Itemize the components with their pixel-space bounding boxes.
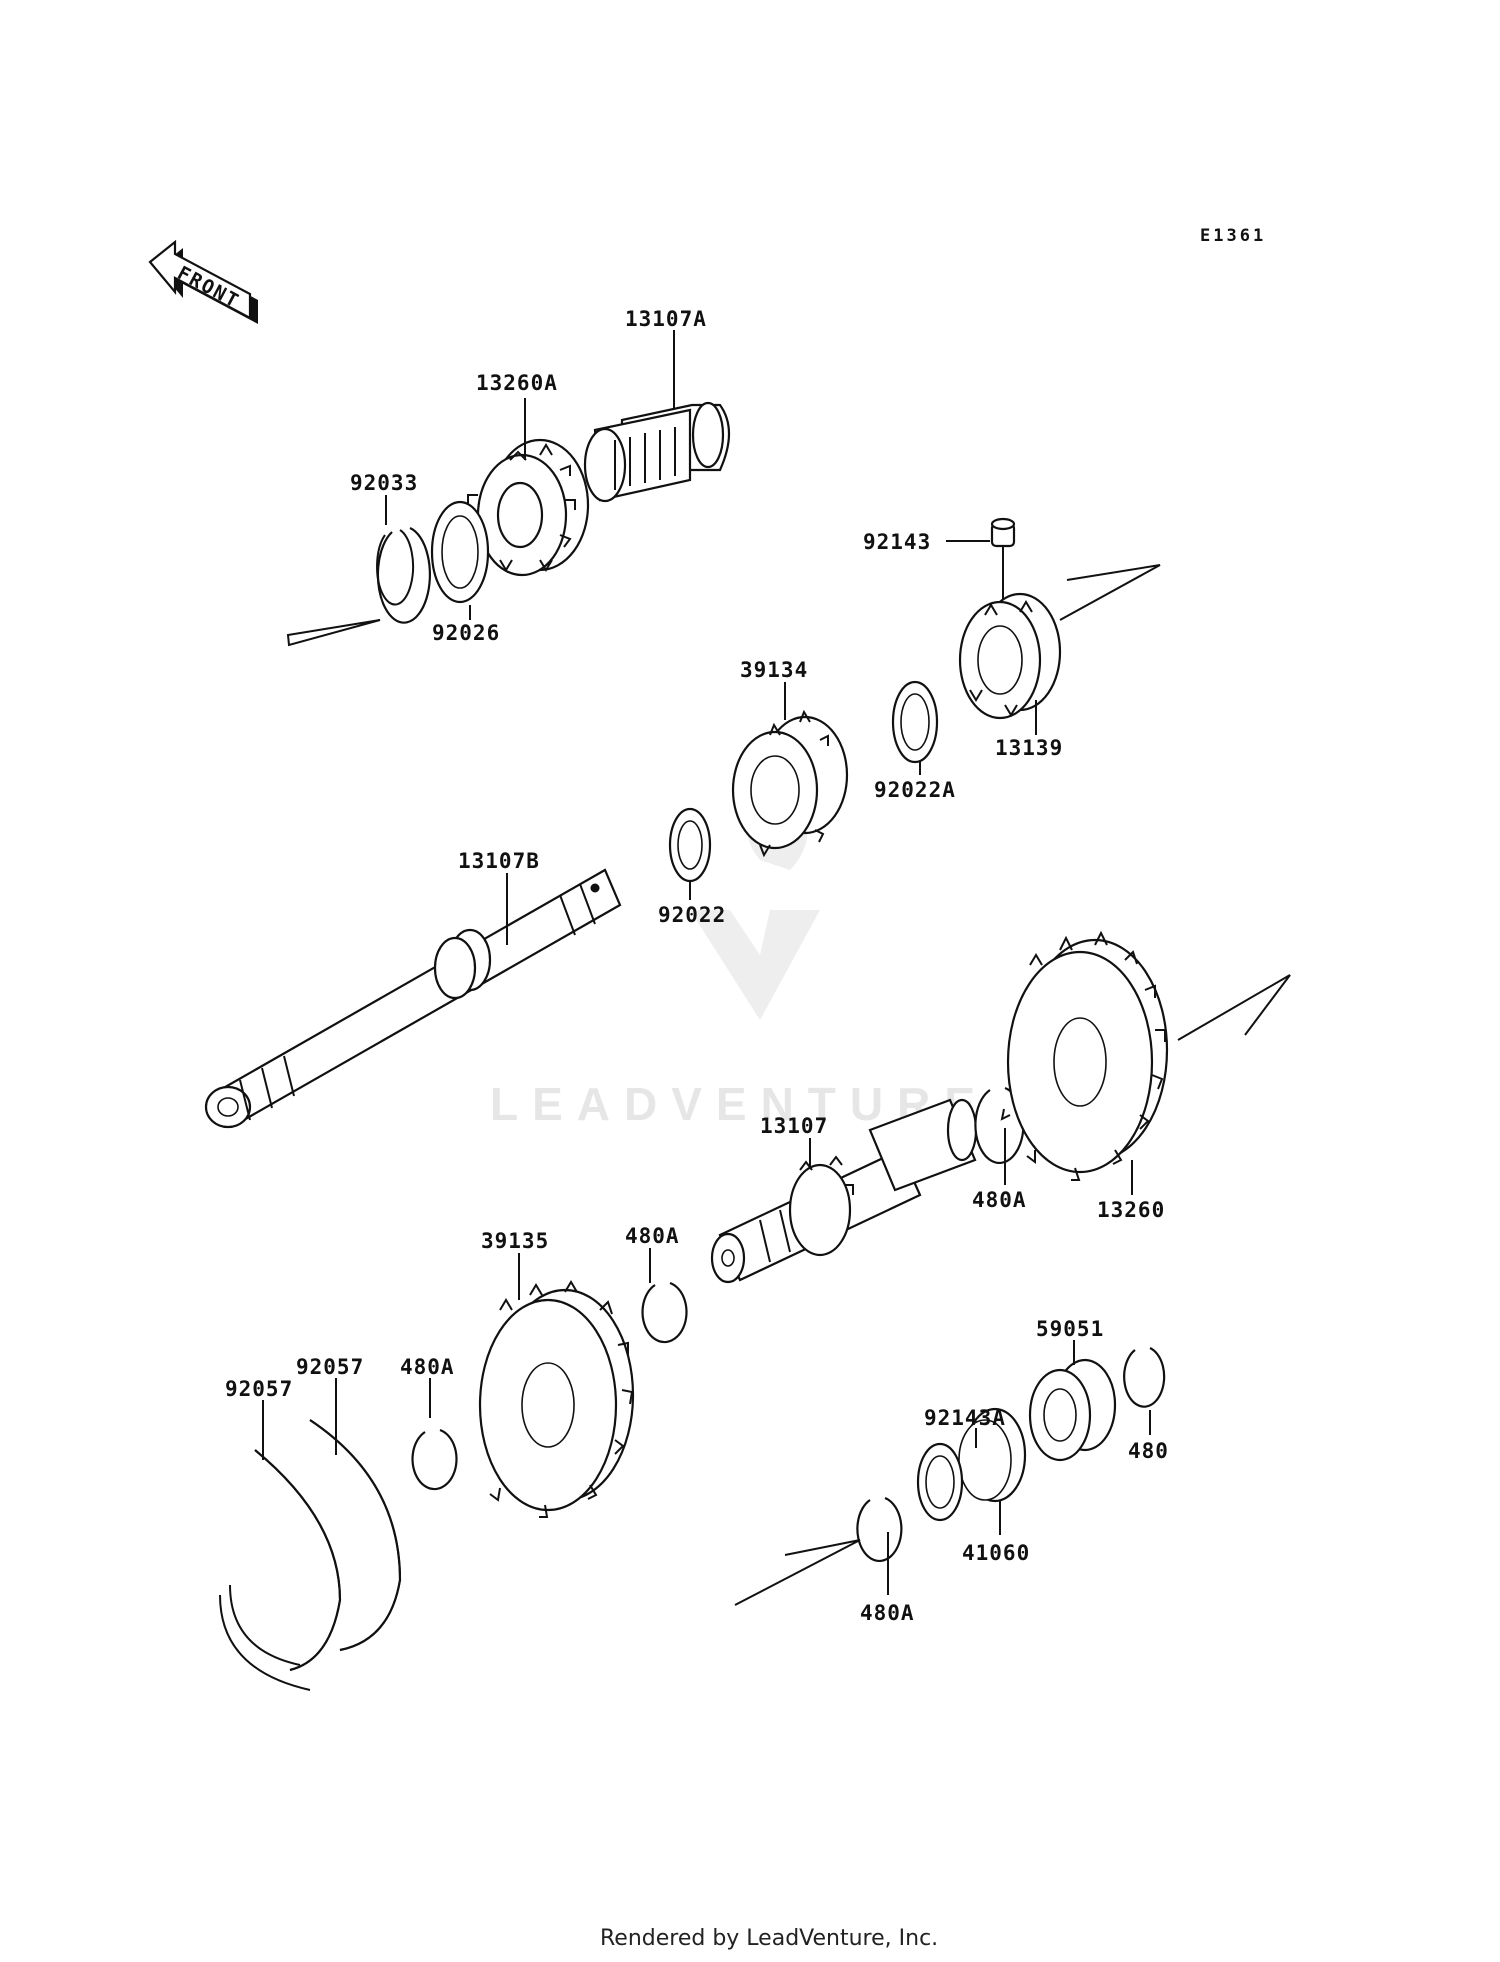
part-41060-dog [958, 1407, 1027, 1503]
label-13260[interactable]: 13260 [1097, 1198, 1165, 1222]
label-13107A[interactable]: 13107A [625, 307, 707, 331]
label-480A-mid[interactable]: 480A [625, 1224, 680, 1248]
label-92143A[interactable]: 92143A [924, 1406, 1006, 1430]
label-13139[interactable]: 13139 [995, 736, 1063, 760]
footer-credit: Rendered by LeadVenture, Inc. [600, 1926, 938, 1951]
label-59051[interactable]: 59051 [1036, 1317, 1104, 1341]
part-480A-circlip-bottom [856, 1496, 903, 1562]
front-arrow-label: FRONT [174, 262, 244, 313]
label-480A-left[interactable]: 480A [400, 1355, 455, 1379]
part-92026-washer [430, 500, 490, 604]
part-92143-collar [990, 517, 1016, 548]
label-480A-right[interactable]: 480A [972, 1188, 1027, 1212]
label-13107B[interactable]: 13107B [458, 849, 540, 873]
label-92033[interactable]: 92033 [350, 471, 418, 495]
front-arrow-icon: FRONT [148, 239, 258, 324]
part-92143A-collar [916, 1442, 964, 1522]
diagram-code: E1361 [1200, 226, 1266, 246]
part-92057-chain-b [219, 1449, 342, 1691]
part-92022A-washer [891, 680, 939, 764]
part-13107-shaft [710, 1098, 978, 1284]
part-13260-gear [1000, 930, 1169, 1181]
label-92143[interactable]: 92143 [863, 530, 931, 554]
label-41060[interactable]: 41060 [962, 1541, 1030, 1565]
label-92057-b[interactable]: 92057 [225, 1377, 293, 1401]
part-92033-circlip [376, 526, 431, 624]
label-39135[interactable]: 39135 [481, 1229, 549, 1253]
part-13107A-sleeve [583, 401, 730, 503]
part-480A-circlip-mid [641, 1281, 688, 1344]
label-39134[interactable]: 39134 [740, 658, 808, 682]
label-92026[interactable]: 92026 [432, 621, 500, 645]
part-59051-hub [1028, 1358, 1117, 1462]
part-13260A-gear [467, 438, 590, 577]
label-92022[interactable]: 92022 [658, 903, 726, 927]
part-39134-gear [731, 709, 849, 858]
axis-guide-lines [286, 564, 1291, 1606]
part-480A-circlip-left [411, 1428, 458, 1491]
label-92057-a[interactable]: 92057 [296, 1355, 364, 1379]
part-39135-gear [478, 1280, 635, 1518]
part-13139-shifter [958, 592, 1062, 720]
label-480[interactable]: 480 [1128, 1439, 1169, 1463]
label-13107[interactable]: 13107 [760, 1114, 828, 1138]
leader-lines [262, 330, 1151, 1595]
part-13107B-shaft [204, 868, 622, 1129]
part-480-circlip [1123, 1347, 1166, 1408]
label-480A-bottom[interactable]: 480A [860, 1601, 915, 1625]
part-92022-washer [668, 807, 712, 883]
label-92022A[interactable]: 92022A [874, 778, 956, 802]
label-13260A[interactable]: 13260A [476, 371, 558, 395]
